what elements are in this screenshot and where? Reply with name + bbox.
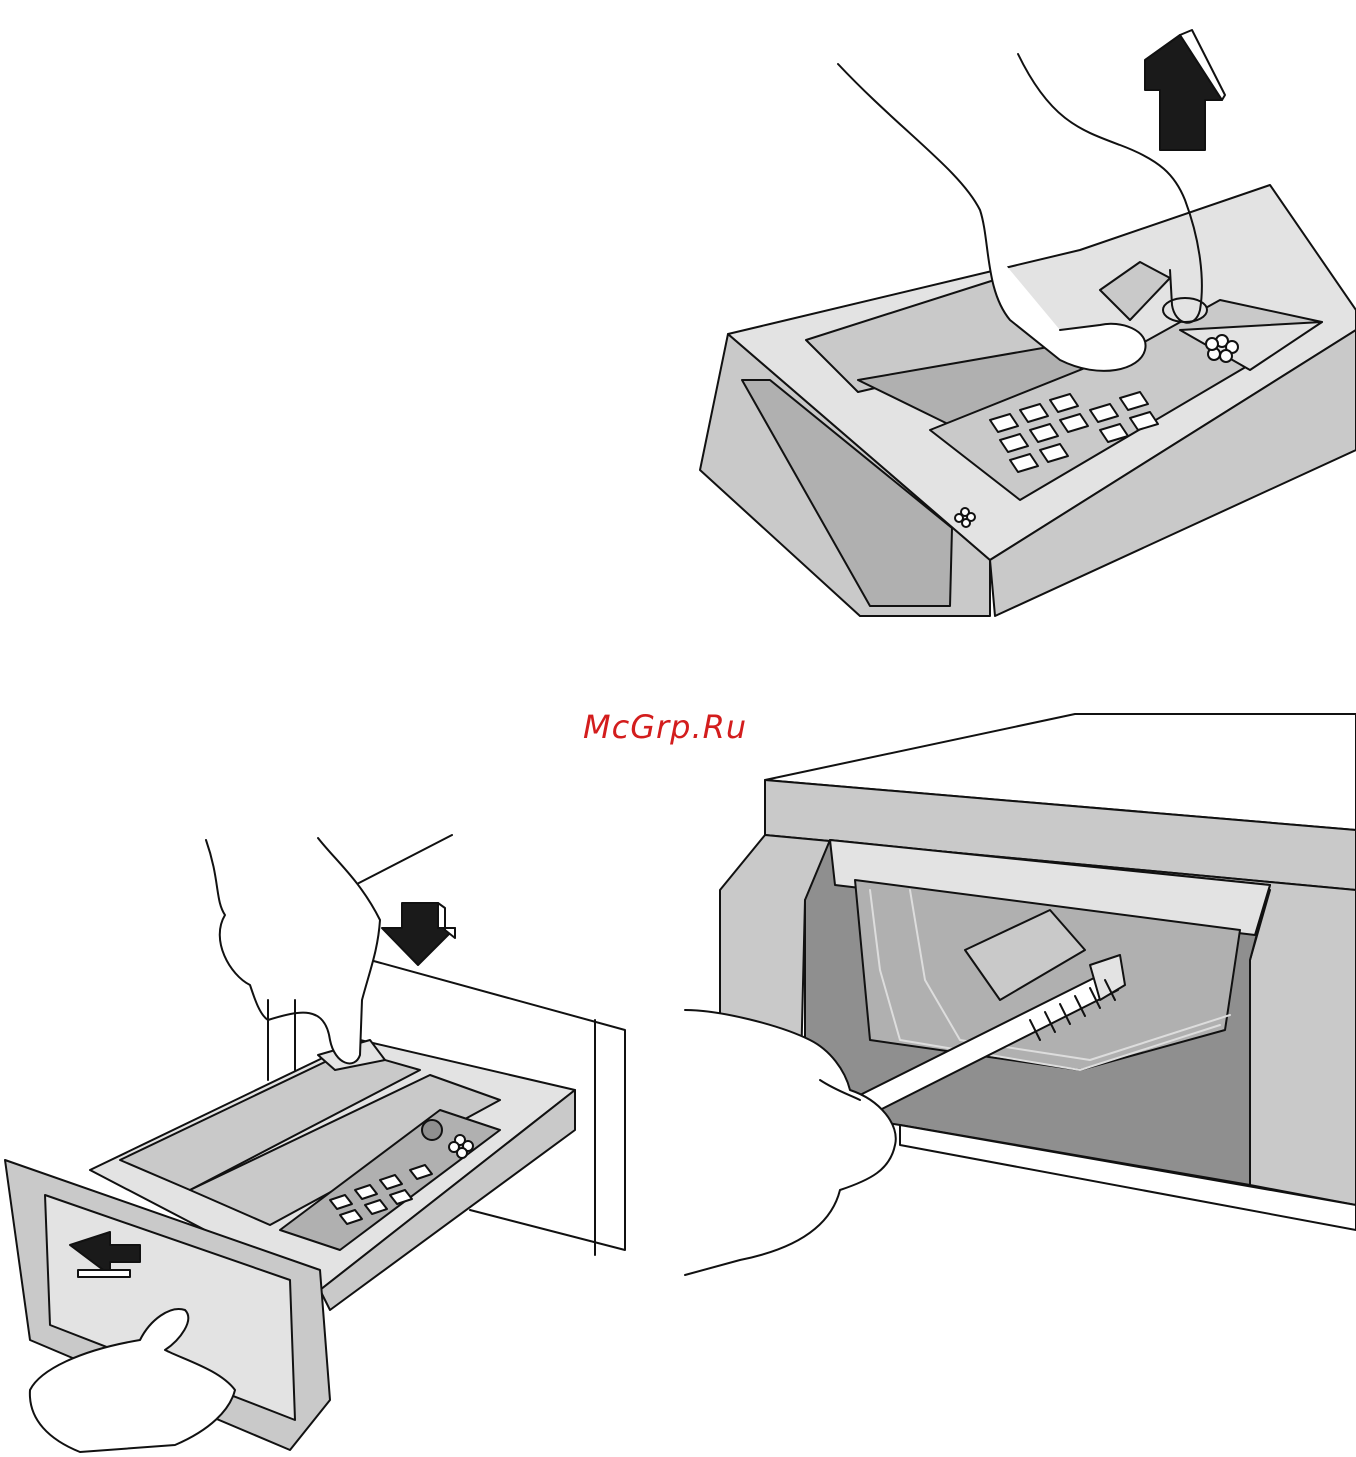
- illustration-lift-siphon: [690, 20, 1356, 620]
- illustration-pull-drawer: [0, 830, 640, 1457]
- siphon-button: [422, 1120, 442, 1140]
- illustration-brush-recess: [680, 710, 1356, 1310]
- arrow-down-icon: [382, 903, 455, 965]
- arrow-up-icon: [1145, 30, 1225, 150]
